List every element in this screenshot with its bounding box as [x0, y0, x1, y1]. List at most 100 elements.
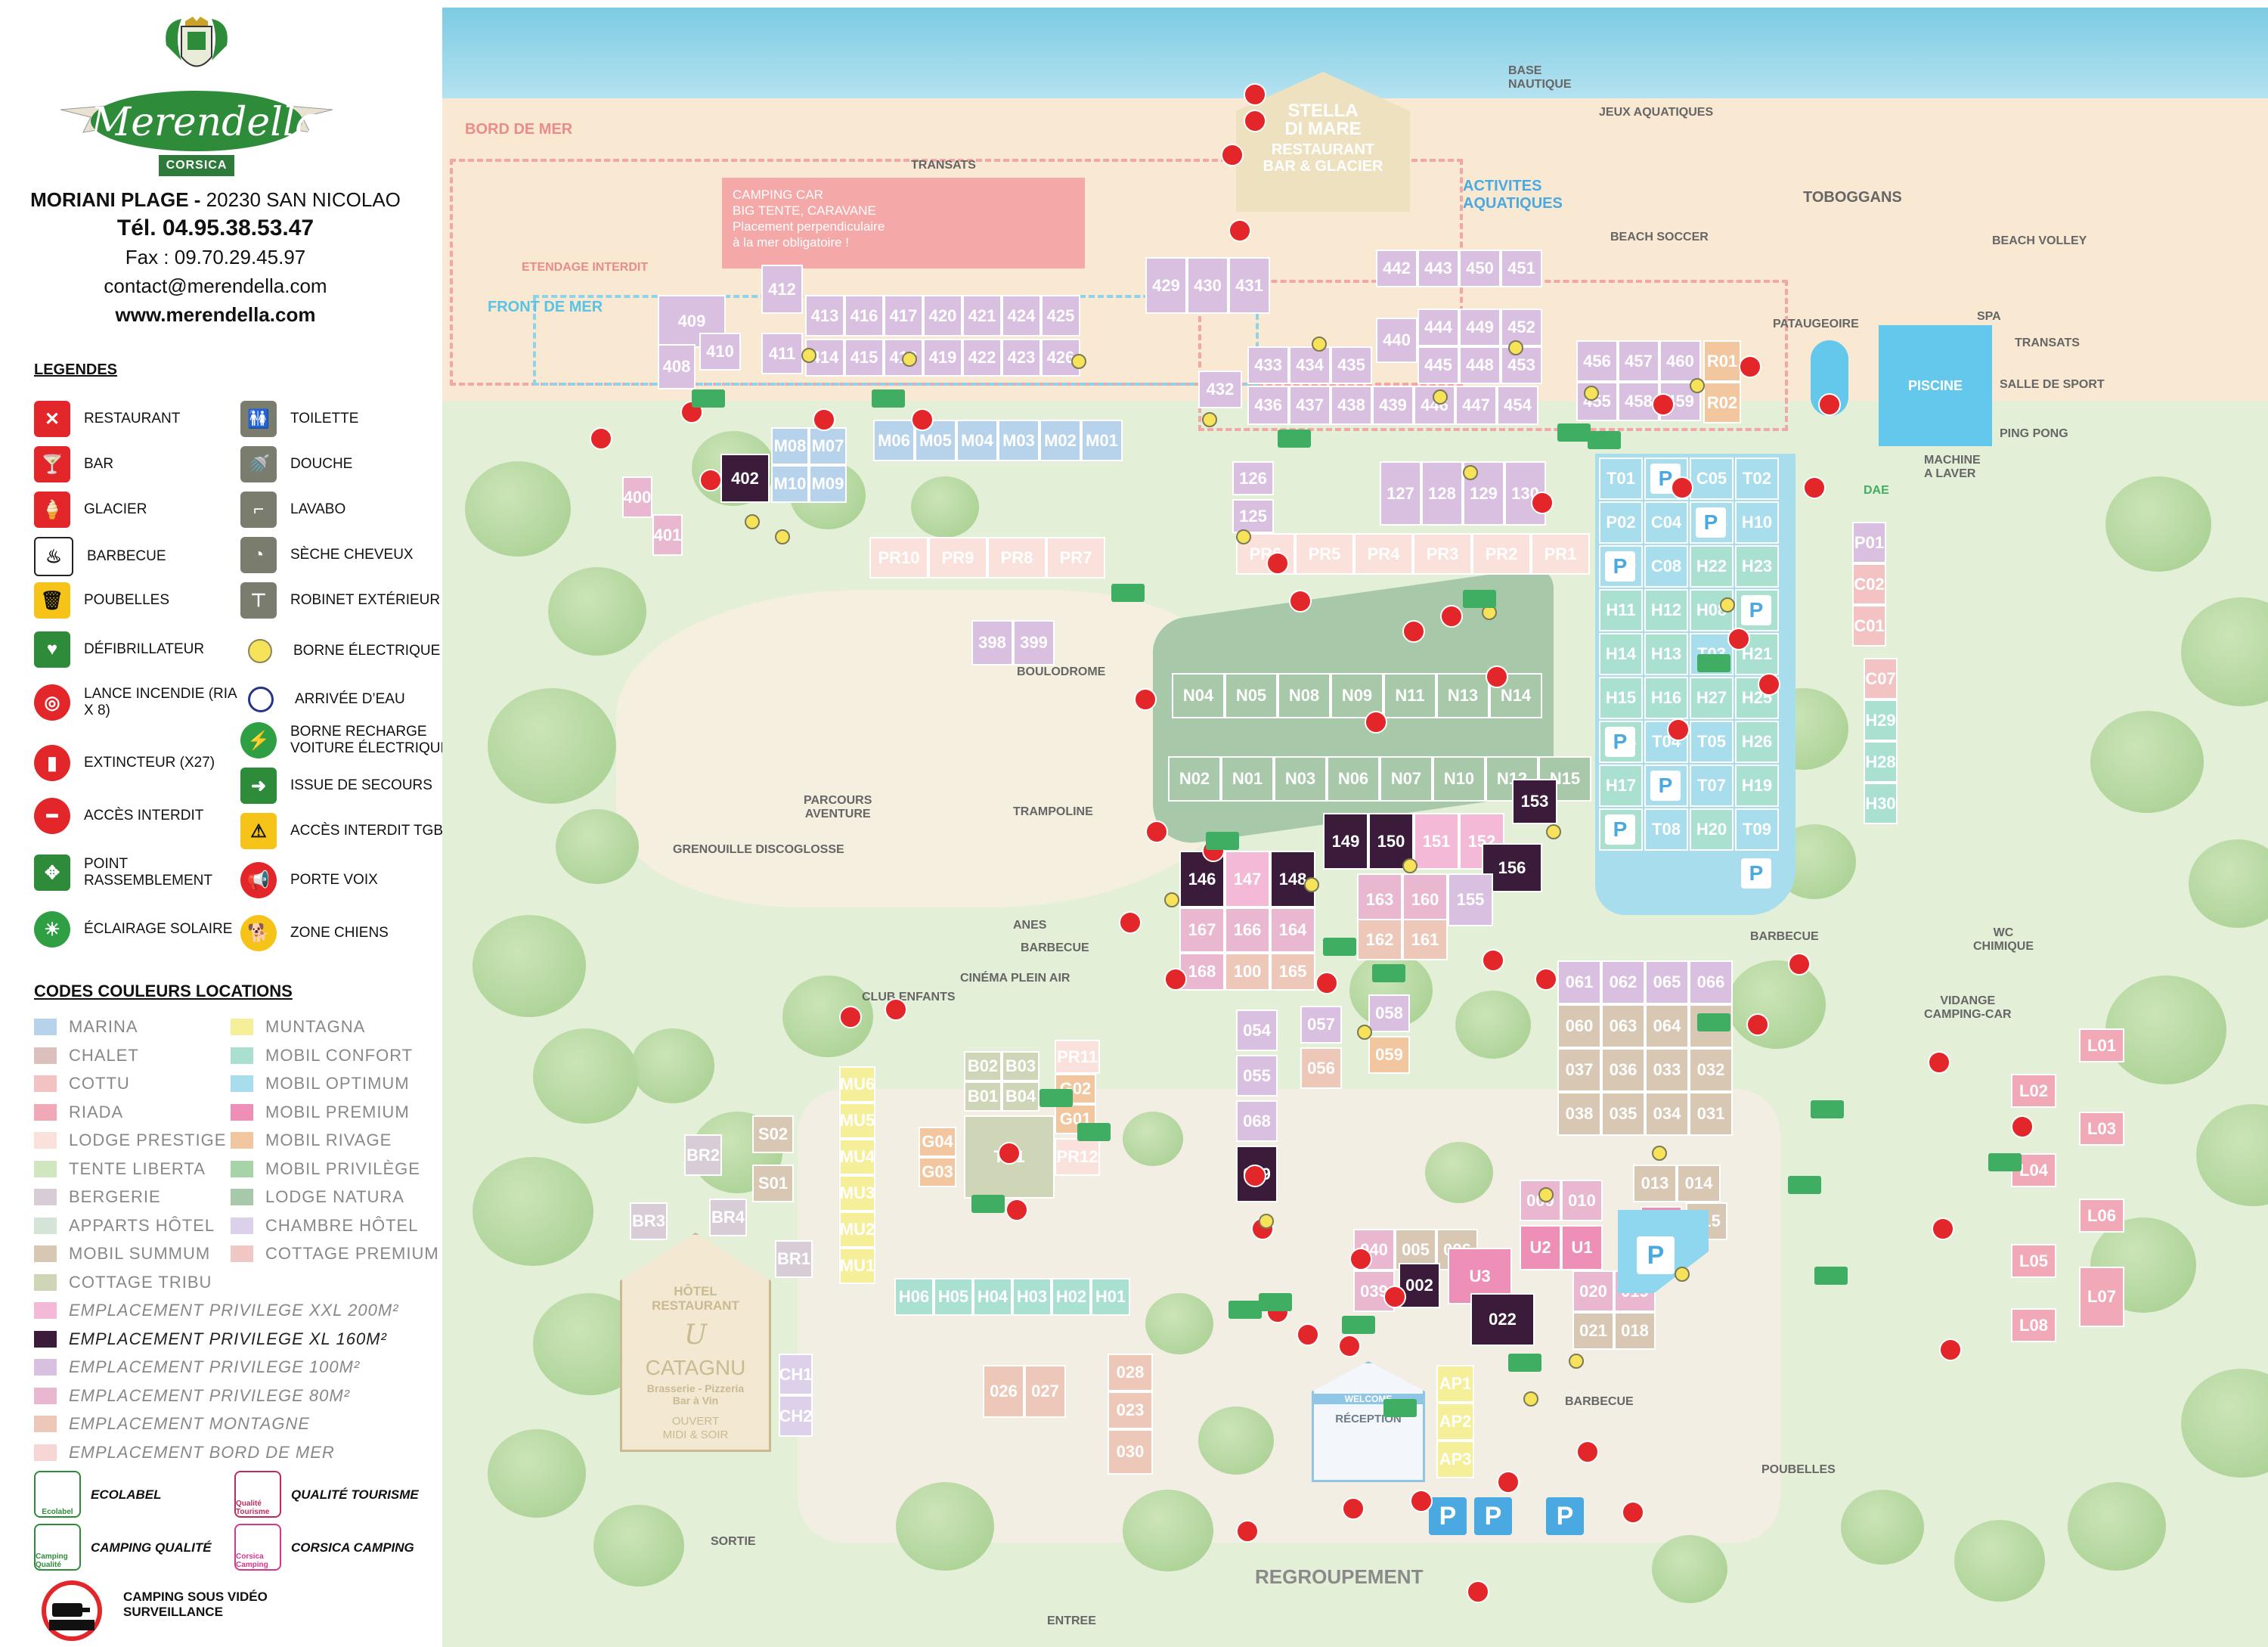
plot-010[interactable]: 010	[1561, 1180, 1603, 1221]
plot-u1[interactable]: U1	[1561, 1225, 1603, 1270]
plot-410[interactable]: 410	[699, 333, 741, 371]
plot-408[interactable]: 408	[658, 344, 696, 389]
plot-153[interactable]: 153	[1512, 779, 1557, 824]
plot-h28[interactable]: H28	[1864, 741, 1898, 783]
plot-447[interactable]: 447	[1455, 386, 1497, 425]
plot-062[interactable]: 062	[1601, 960, 1645, 1004]
plot-068[interactable]: 068	[1236, 1100, 1278, 1142]
plot-r01[interactable]: R01	[1703, 340, 1741, 382]
plot-n08[interactable]: N08	[1278, 673, 1331, 718]
plot-h16[interactable]: H16	[1644, 677, 1688, 719]
plot-036[interactable]: 036	[1601, 1048, 1645, 1092]
plot-c02[interactable]: C02	[1852, 563, 1886, 605]
plot-t07[interactable]: T07	[1690, 765, 1734, 807]
plot-c01[interactable]: C01	[1852, 605, 1886, 647]
plot-h03[interactable]: H03	[1012, 1278, 1052, 1316]
plot-420[interactable]: 420	[923, 295, 962, 337]
plot-mu6[interactable]: MU6	[839, 1066, 875, 1103]
plot-n07[interactable]: N07	[1380, 756, 1433, 802]
plot-149[interactable]: 149	[1323, 813, 1368, 870]
plot-435[interactable]: 435	[1331, 346, 1372, 384]
plot-059[interactable]: 059	[1368, 1036, 1410, 1074]
plot-l01[interactable]: L01	[2079, 1028, 2124, 1062]
plot-h02[interactable]: H02	[1052, 1278, 1091, 1316]
plot-162[interactable]: 162	[1357, 919, 1402, 960]
plot-g03[interactable]: G03	[919, 1157, 956, 1187]
plot-030[interactable]: 030	[1108, 1429, 1153, 1475]
plot-s02[interactable]: S02	[752, 1115, 794, 1153]
plot-438[interactable]: 438	[1331, 386, 1372, 425]
plot-454[interactable]: 454	[1497, 386, 1538, 425]
plot-h10[interactable]: H10	[1735, 501, 1779, 544]
plot-p02[interactable]: P02	[1599, 501, 1643, 544]
plot-151[interactable]: 151	[1414, 813, 1459, 870]
plot-021[interactable]: 021	[1572, 1312, 1614, 1350]
plot-014[interactable]: 014	[1677, 1165, 1721, 1202]
plot-423[interactable]: 423	[1002, 339, 1041, 377]
plot-445[interactable]: 445	[1418, 346, 1459, 384]
plot-013[interactable]: 013	[1633, 1165, 1677, 1202]
plot-n04[interactable]: N04	[1172, 673, 1225, 718]
plot-b04[interactable]: B04	[1002, 1081, 1040, 1112]
plot-m01[interactable]: M01	[1081, 420, 1123, 461]
plot-n14[interactable]: N14	[1489, 673, 1542, 718]
plot-h15[interactable]: H15	[1599, 677, 1643, 719]
plot-164[interactable]: 164	[1270, 907, 1315, 953]
plot-t08[interactable]: T08	[1644, 808, 1688, 851]
plot-442[interactable]: 442	[1376, 250, 1418, 287]
plot-c04[interactable]: C04	[1644, 501, 1688, 544]
plot-ap3[interactable]: AP3	[1436, 1441, 1474, 1478]
plot-ch1[interactable]: CH1	[779, 1354, 813, 1395]
plot-h04[interactable]: H04	[973, 1278, 1012, 1316]
plot-430[interactable]: 430	[1187, 257, 1228, 314]
plot-h22[interactable]: H22	[1690, 545, 1734, 588]
plot-r02[interactable]: R02	[1703, 382, 1741, 423]
plot-034[interactable]: 034	[1645, 1092, 1689, 1136]
plot-g01[interactable]: G01	[1055, 1104, 1096, 1134]
plot-432[interactable]: 432	[1198, 371, 1242, 408]
plot-033[interactable]: 033	[1645, 1048, 1689, 1092]
plot-156[interactable]: 156	[1482, 843, 1542, 892]
plot-443[interactable]: 443	[1418, 250, 1459, 287]
plot-424[interactable]: 424	[1002, 295, 1041, 337]
plot-416[interactable]: 416	[844, 295, 884, 337]
plot-130[interactable]: 130	[1504, 461, 1546, 526]
plot-061[interactable]: 061	[1557, 960, 1601, 1004]
plot-035[interactable]: 035	[1601, 1092, 1645, 1136]
plot-161[interactable]: 161	[1402, 919, 1448, 960]
plot-411[interactable]: 411	[761, 333, 803, 374]
plot-h13[interactable]: H13	[1644, 633, 1688, 675]
plot-m02[interactable]: M02	[1040, 420, 1081, 461]
plot-125[interactable]: 125	[1232, 499, 1274, 533]
plot-433[interactable]: 433	[1247, 346, 1289, 384]
plot-m04[interactable]: M04	[956, 420, 998, 461]
plot-165[interactable]: 165	[1270, 953, 1315, 991]
plot-h25[interactable]: H25	[1735, 677, 1779, 719]
plot-063[interactable]: 063	[1601, 1004, 1645, 1048]
plot-mu5[interactable]: MU5	[839, 1103, 875, 1139]
plot-pr3[interactable]: PR3	[1413, 533, 1472, 575]
plot-h30[interactable]: H30	[1864, 783, 1898, 824]
plot-h11[interactable]: H11	[1599, 589, 1643, 631]
plot-448[interactable]: 448	[1459, 346, 1501, 384]
plot-450[interactable]: 450	[1459, 250, 1501, 287]
plot-n01[interactable]: N01	[1221, 756, 1274, 802]
plot-m03[interactable]: M03	[998, 420, 1040, 461]
plot-mu1[interactable]: MU1	[839, 1248, 875, 1284]
plot-429[interactable]: 429	[1145, 257, 1187, 314]
plot-037[interactable]: 037	[1557, 1048, 1601, 1092]
plot-022[interactable]: 022	[1470, 1293, 1535, 1346]
plot-br3[interactable]: BR3	[630, 1202, 668, 1240]
plot-412[interactable]: 412	[761, 265, 803, 314]
plot-n10[interactable]: N10	[1433, 756, 1486, 802]
plot-c05[interactable]: C05	[1690, 458, 1734, 500]
plot-h17[interactable]: H17	[1599, 765, 1643, 807]
plot-m06[interactable]: M06	[873, 420, 915, 461]
plot-b01[interactable]: B01	[964, 1081, 1002, 1112]
plot-065[interactable]: 065	[1645, 960, 1689, 1004]
plot-mu2[interactable]: MU2	[839, 1211, 875, 1248]
plot-444[interactable]: 444	[1418, 309, 1459, 346]
plot-150[interactable]: 150	[1368, 813, 1414, 870]
plot-163[interactable]: 163	[1357, 873, 1402, 926]
plot-h06[interactable]: H06	[894, 1278, 934, 1316]
